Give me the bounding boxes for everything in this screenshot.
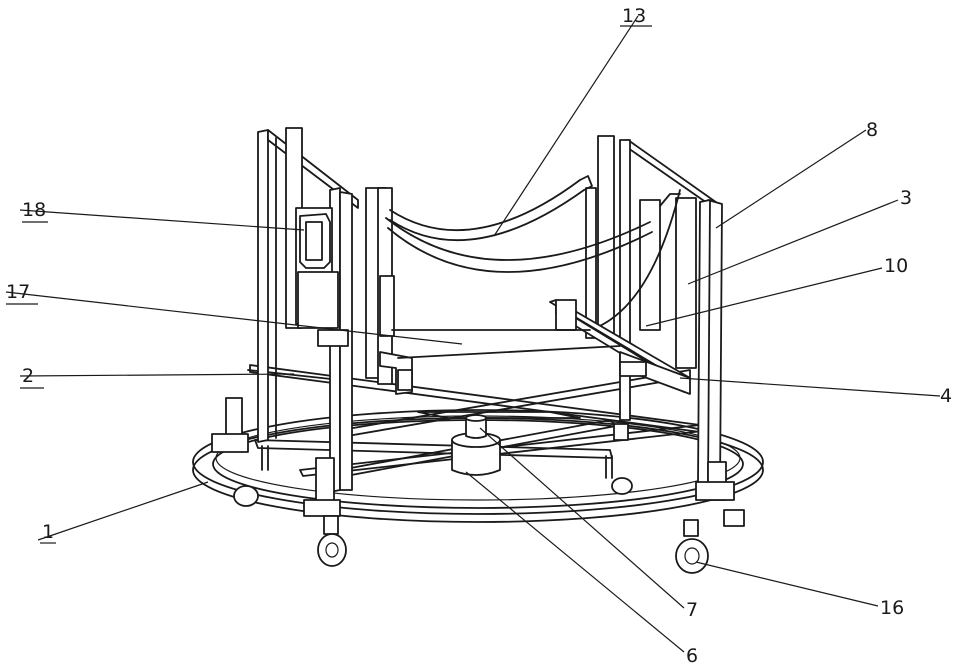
- label-13: 13: [622, 5, 646, 27]
- label-10: 10: [884, 255, 908, 277]
- label-7: 7: [686, 599, 698, 621]
- curved-cradle: [386, 176, 680, 330]
- label-6: 6: [686, 645, 698, 667]
- label-4: 4: [940, 385, 952, 407]
- left-upright-frame: [258, 128, 412, 492]
- label-8: 8: [866, 119, 878, 141]
- label-1: 1: [42, 521, 54, 543]
- label-3: 3: [900, 187, 912, 209]
- label-18: 18: [22, 199, 46, 221]
- casters: [234, 478, 708, 573]
- label-2: 2: [22, 365, 34, 387]
- leader-lines: [6, 16, 940, 652]
- label-17: 17: [6, 281, 30, 303]
- label-16: 16: [880, 597, 904, 619]
